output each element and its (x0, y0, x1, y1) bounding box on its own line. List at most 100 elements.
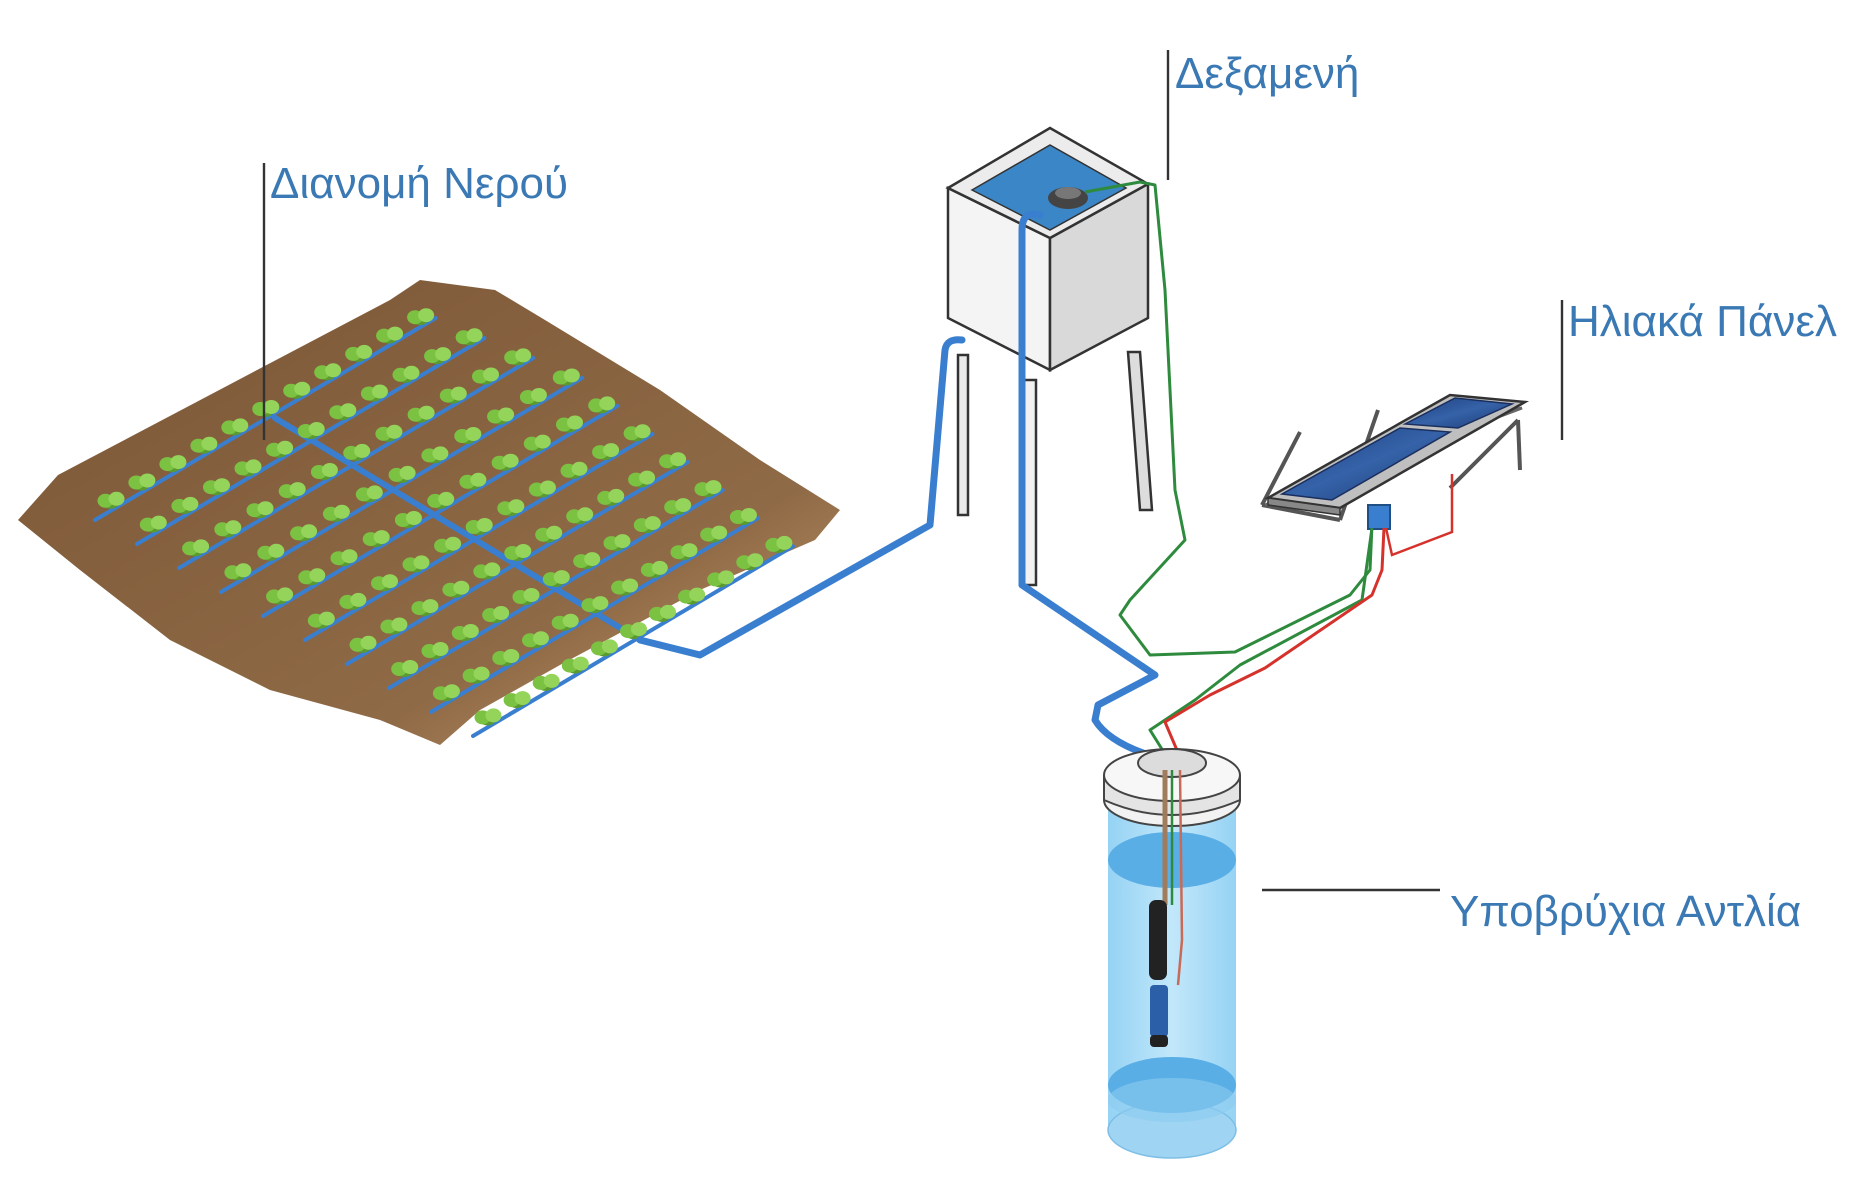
float-switch-cable (1084, 180, 1374, 657)
plant-icon (362, 530, 390, 548)
plant-icon (628, 470, 656, 488)
plant-icon (504, 544, 532, 561)
plant-icon (528, 480, 556, 498)
plant-icon (402, 555, 430, 573)
crop-field-icon (18, 280, 840, 745)
submersible-pump-icon (1149, 900, 1168, 1047)
plant-icon (221, 418, 249, 436)
plant-icon (597, 488, 625, 506)
plant-icon (376, 326, 404, 344)
plant-icon (171, 496, 199, 514)
plant-icon (649, 604, 676, 622)
plant-icon (473, 562, 501, 580)
plant-icon (729, 508, 757, 525)
drip-line (471, 544, 795, 738)
plant-icon (97, 491, 125, 509)
plant-icon (462, 666, 490, 684)
plant-icon (224, 563, 252, 581)
plant-icon (411, 599, 439, 617)
plant-icon (392, 365, 420, 383)
plant-icon (512, 588, 540, 605)
plant-icon (343, 443, 371, 461)
plant-icon (707, 570, 735, 588)
solar-panel-icon (1260, 393, 1530, 557)
plant-icon (339, 592, 367, 610)
plant-icon (561, 656, 589, 674)
plant-icon (314, 363, 342, 381)
plant-icon (424, 347, 452, 365)
plant-icon (542, 570, 570, 588)
plant-icon (214, 520, 242, 538)
plant-icon (298, 568, 326, 586)
plant-icon (522, 631, 549, 649)
plant-icon (504, 348, 532, 366)
label-distribution: Διανομή Νερού (262, 159, 568, 440)
plant-icon (556, 415, 583, 433)
plant-icon (664, 498, 692, 516)
plant-icon (451, 624, 479, 641)
plant-icon (472, 367, 499, 385)
plant-icon (355, 485, 383, 503)
plant-icon (434, 536, 462, 554)
drip-line (261, 403, 620, 618)
plant-icon (566, 507, 594, 525)
plant-icon (552, 368, 580, 386)
plant-icon (182, 539, 210, 557)
plant-icon (297, 422, 325, 439)
water-pipe-to-tank (1018, 210, 1169, 764)
plant-icon (659, 452, 687, 470)
plant-icon (360, 384, 388, 402)
plant-icon (307, 611, 335, 629)
plant-icon (573, 552, 601, 570)
plant-icon (375, 424, 403, 442)
plant-icon (700, 525, 728, 543)
plant-icon (465, 518, 493, 535)
plant-icon (765, 535, 793, 553)
plant-icon (492, 649, 520, 666)
plant-icon (266, 440, 294, 458)
label-tank: Δεξαμενή (1166, 49, 1359, 180)
plant-icon (560, 461, 588, 479)
plant-icon (128, 473, 156, 491)
distribution-label: Διανομή Νερού (270, 159, 568, 208)
pump-label: Υποβρύχια Αντλία (1450, 887, 1801, 936)
plant-icon (678, 587, 706, 605)
plant-icon (407, 308, 435, 326)
plant-icon (640, 560, 668, 578)
plant-icon (234, 459, 262, 477)
plant-icon (611, 578, 639, 596)
plant-icon (694, 480, 722, 498)
plant-icon (330, 549, 358, 567)
plant-icon (532, 673, 560, 691)
plant-icon (421, 642, 449, 659)
plant-icon (439, 386, 467, 404)
plant-icon (454, 427, 482, 444)
plant-icon (736, 553, 764, 571)
plant-icon (519, 388, 547, 405)
plant-icon (266, 587, 294, 605)
plant-icon (388, 465, 416, 483)
water-tank-icon (945, 126, 1154, 587)
label-solar: Ηλιακά Πάνελ (1560, 297, 1837, 440)
tank-label: Δεξαμενή (1175, 49, 1359, 98)
plant-icon (394, 511, 422, 528)
plant-icon (503, 691, 531, 709)
drip-line (177, 355, 536, 570)
power-cable-green (1148, 527, 1374, 763)
plant-icon (380, 617, 408, 635)
plant-icon (670, 543, 698, 561)
plant-icon (427, 491, 455, 509)
plant-icon (482, 606, 510, 623)
plant-icon (290, 524, 318, 542)
plant-icon (349, 635, 377, 653)
label-pump: Υποβρύχια Αντλία (1262, 887, 1801, 936)
plant-icon (407, 405, 435, 423)
plant-icon (257, 543, 285, 561)
plant-icon (633, 516, 661, 534)
plant-icon (551, 613, 579, 631)
solar-label: Ηλιακά Πάνελ (1568, 297, 1837, 346)
plant-icon (620, 622, 647, 640)
plant-icon (329, 403, 357, 421)
plant-icon (523, 434, 551, 452)
borehole-well-icon (1103, 748, 1241, 1159)
